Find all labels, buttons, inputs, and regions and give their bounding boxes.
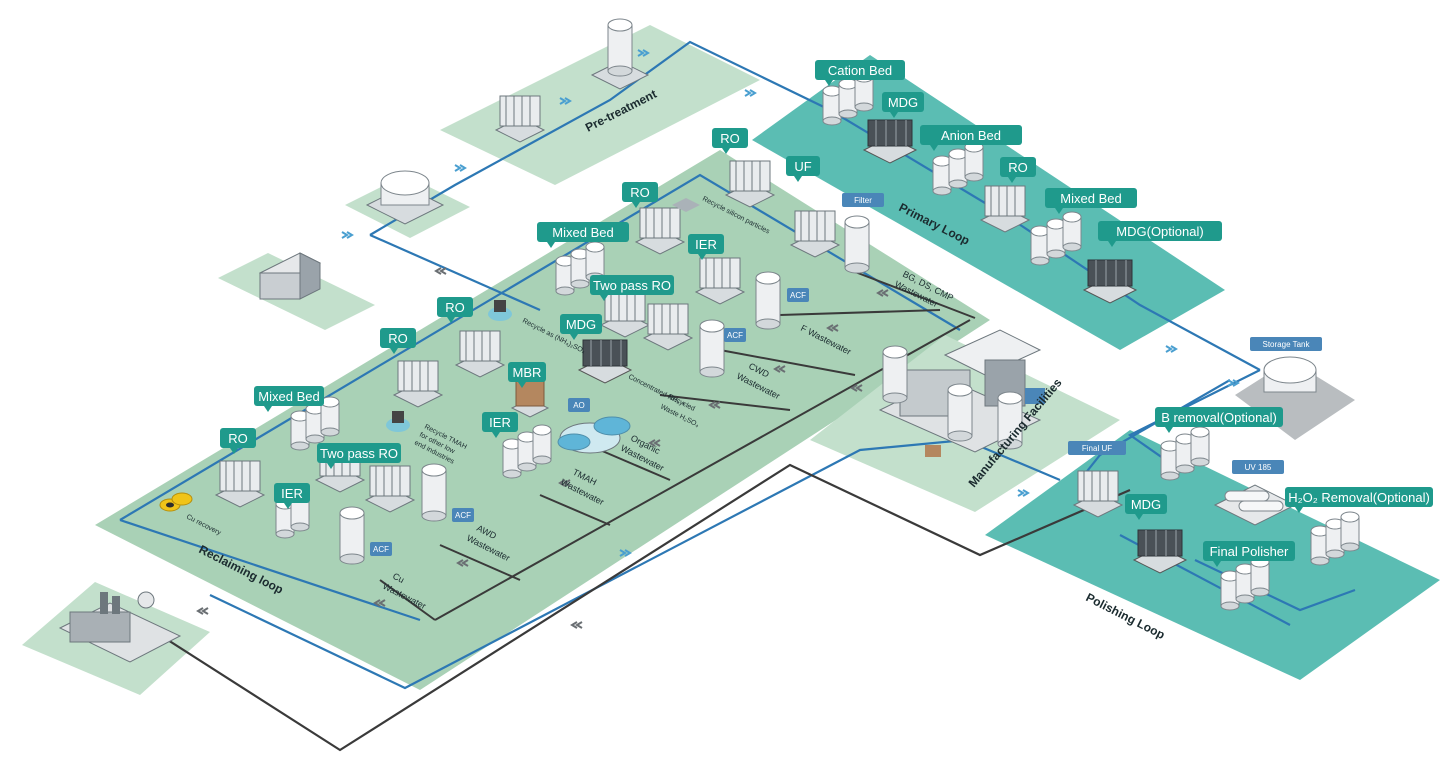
svg-text:UF: UF (794, 159, 811, 174)
svg-text:ACF: ACF (373, 545, 389, 554)
reclaiming-equipment (159, 160, 870, 565)
label-ro-primary: RO (1000, 157, 1036, 183)
svg-text:Mixed Bed: Mixed Bed (1060, 191, 1121, 206)
label-ier-top: IER (688, 234, 724, 260)
label-cation-bed: Cation Bed (815, 60, 905, 86)
svg-text:ACF: ACF (455, 511, 471, 520)
label-two-pass-ro-left: Two pass RO (317, 443, 401, 469)
svg-text:RO: RO (228, 431, 248, 446)
svg-text:Final Polisher: Final Polisher (1210, 544, 1289, 559)
label-storage-tank: Storage Tank (1250, 337, 1322, 351)
label-ro-top: RO (712, 128, 748, 154)
svg-text:ACF: ACF (790, 291, 806, 300)
label-ro-2: RO (622, 182, 658, 208)
remote-plant (58, 591, 182, 663)
label-acf-1: ACF (787, 288, 809, 302)
label-mdg-optional: MDG(Optional) (1098, 221, 1222, 247)
reclaim-dividers (379, 269, 976, 621)
label-acf-3: ACF (452, 508, 474, 522)
svg-text:Mixed Bed: Mixed Bed (552, 225, 613, 240)
svg-text:RO: RO (445, 300, 465, 315)
svg-text:Anion Bed: Anion Bed (941, 128, 1001, 143)
svg-text:MDG(Optional): MDG(Optional) (1116, 224, 1203, 239)
svg-text:RO: RO (388, 331, 408, 346)
svg-text:Two pass RO: Two pass RO (320, 446, 398, 461)
label-mdg-primary: MDG (882, 92, 924, 118)
svg-text:Final UF: Final UF (1082, 444, 1112, 453)
svg-text:RO: RO (630, 185, 650, 200)
storage-tank-equipment (1263, 356, 1317, 393)
label-mixed-bed-left: Mixed Bed (254, 386, 324, 412)
label-mixed-bed-primary: Mixed Bed (1045, 188, 1137, 214)
label-ier-mid: IER (482, 412, 518, 438)
polishing-equipment (1073, 426, 1360, 611)
svg-text:H₂O₂ Removal(Optional): H₂O₂ Removal(Optional) (1288, 490, 1430, 505)
label-acf-2: ACF (724, 328, 746, 342)
svg-text:MDG: MDG (1131, 497, 1161, 512)
label-mbr: MBR (508, 362, 546, 388)
svg-text:IER: IER (695, 237, 717, 252)
manufacturing-facility (878, 329, 1045, 457)
svg-text:B removal(Optional): B removal(Optional) (1161, 410, 1277, 425)
label-b-removal: B removal(Optional) (1155, 407, 1283, 433)
svg-text:MDG: MDG (888, 95, 918, 110)
label-ro-left: RO (220, 428, 256, 454)
svg-text:IER: IER (281, 486, 303, 501)
label-final-uf: Final UF (1068, 441, 1126, 455)
label-uv185: UV 185 (1232, 460, 1284, 474)
svg-text:IER: IER (489, 415, 511, 430)
label-h2o2-removal: H₂O₂ Removal(Optional) (1285, 487, 1433, 513)
svg-text:MBR: MBR (513, 365, 542, 380)
svg-text:ACF: ACF (727, 331, 743, 340)
label-mixed-bed-top: Mixed Bed (537, 222, 629, 248)
svg-text:Cation Bed: Cation Bed (828, 63, 892, 78)
svg-text:RO: RO (720, 131, 740, 146)
label-final-polisher: Final Polisher (1203, 541, 1295, 567)
label-two-pass-ro-top: Two pass RO (590, 275, 674, 301)
ww-cu-a: Cu (391, 571, 406, 585)
svg-text:AO: AO (573, 401, 585, 410)
svg-text:Two pass RO: Two pass RO (593, 278, 671, 293)
label-mdg-reclaim: MDG (560, 314, 602, 340)
label-uf: UF (786, 156, 820, 182)
label-acf-4: ACF (370, 542, 392, 556)
svg-text:Mixed Bed: Mixed Bed (258, 389, 319, 404)
pretreatment-equipment (258, 18, 650, 300)
label-ao: AO (568, 398, 590, 412)
svg-text:Filter: Filter (854, 196, 872, 205)
svg-text:Storage Tank: Storage Tank (1263, 340, 1311, 349)
label-filter: Filter (842, 193, 884, 207)
svg-text:RO: RO (1008, 160, 1028, 175)
svg-text:MDG: MDG (566, 317, 596, 332)
label-ier-left: IER (274, 483, 310, 509)
label-ro-4: RO (380, 328, 416, 354)
label-mdg-polishing: MDG (1125, 494, 1167, 520)
svg-text:UV 185: UV 185 (1245, 463, 1272, 472)
label-anion-bed: Anion Bed (920, 125, 1022, 151)
label-ro-3: RO (437, 297, 473, 323)
